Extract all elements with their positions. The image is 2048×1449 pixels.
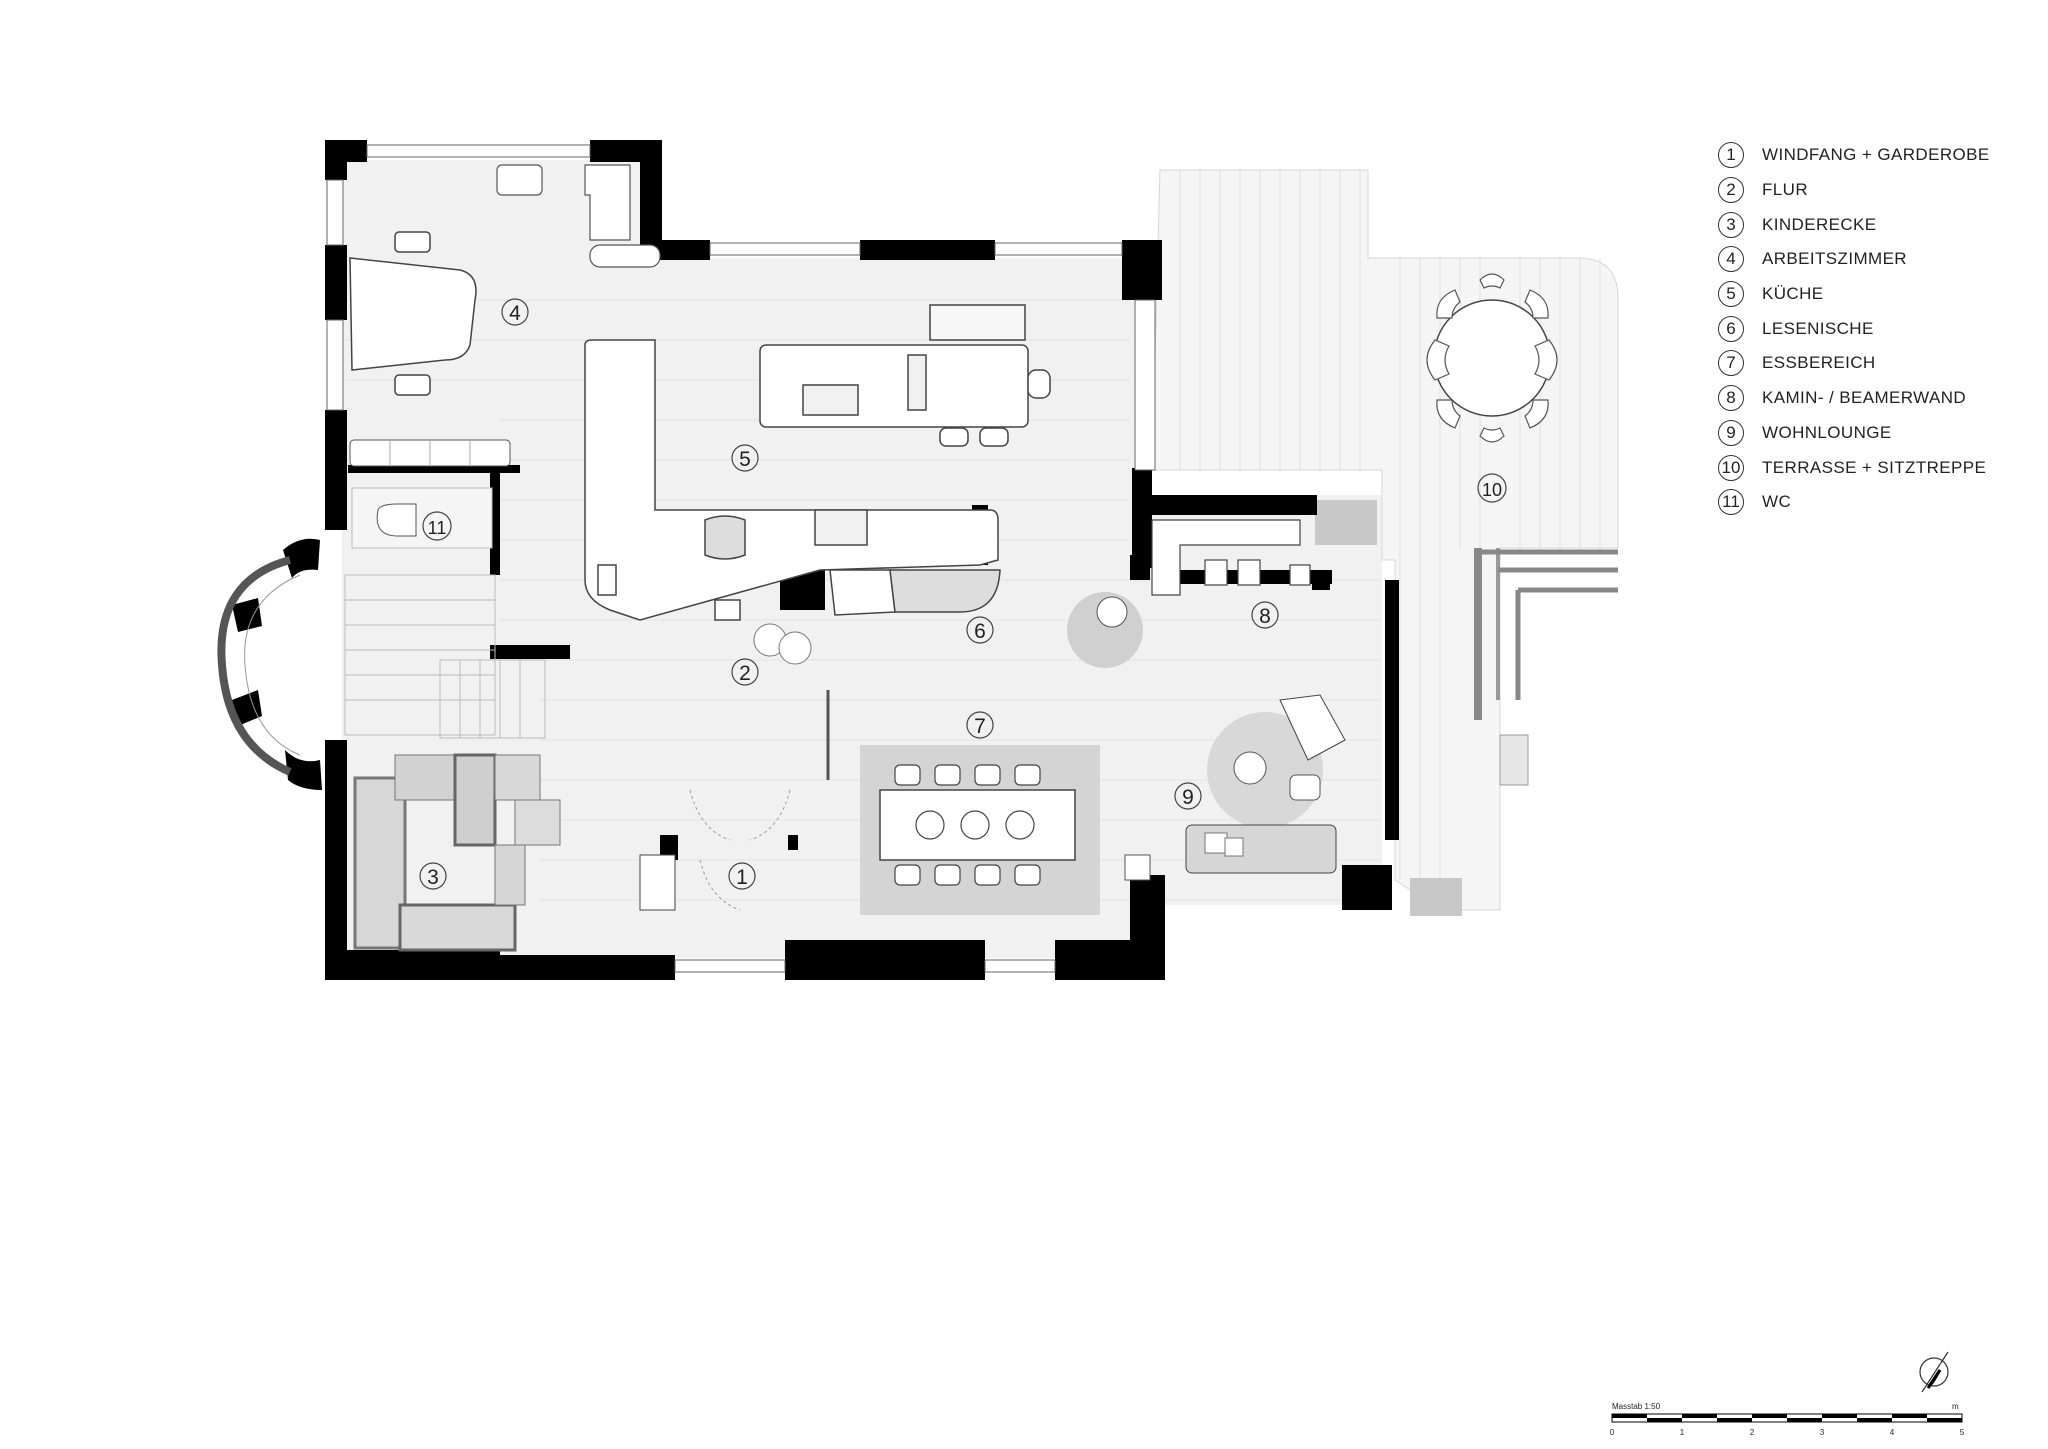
windows [326,144,1156,973]
legend-label: ESSBEREICH [1762,353,1876,373]
svg-text:3: 3 [427,866,439,889]
kitchen-counter [584,339,1001,621]
legend-label: WOHNLOUNGE [1762,422,1892,442]
office-desk [349,231,477,396]
legend-label: TERRASSE + SITZTREPPE [1762,457,1987,477]
legend-item: 1 WINDFANG + GARDEROBE [1718,138,1990,173]
svg-text:2: 2 [739,662,751,685]
svg-text:6: 6 [974,620,986,643]
svg-text:5: 5 [1960,1428,1965,1437]
room-marker-4: 4 [501,298,529,326]
room-marker-11: 11 [422,511,452,541]
legend-label: WINDFANG + GARDEROBE [1762,145,1990,165]
fireplace-bench [1151,519,1311,596]
svg-text:4: 4 [509,302,521,325]
svg-text:m: m [1952,1402,1959,1411]
kitchen-island [759,304,1051,447]
svg-text:7: 7 [974,715,986,738]
legend-number: 1 [1718,142,1744,169]
scale-bar: Masstab 1:50 m 0 1 2 3 4 5 [1610,1402,1965,1437]
legend-label: KÜCHE [1762,284,1824,304]
svg-text:3: 3 [1820,1428,1825,1437]
svg-text:8: 8 [1259,605,1271,628]
legend-number: 8 [1718,385,1744,412]
svg-text:2: 2 [1750,1428,1755,1437]
room-marker-10: 10 [1477,473,1507,503]
legend-number: 4 [1718,246,1744,273]
legend-number: 11 [1718,489,1744,516]
legend-number: 6 [1718,315,1744,342]
legend-item: 6 LESENISCHE [1718,311,1990,346]
legend-label: WC [1762,492,1792,512]
legend-number: 9 [1718,419,1744,446]
legend-number: 5 [1718,281,1744,308]
room-marker-7: 7 [966,711,994,739]
svg-text:4: 4 [1890,1428,1895,1437]
legend-item: 3 KINDERECKE [1718,207,1990,242]
room-labels: 1 2 3 4 5 6 7 8 [419,298,1507,890]
legend-label: ARBEITSZIMMER [1762,249,1907,269]
room-marker-2: 2 [731,658,759,686]
legend-item: 8 KAMIN- / BEAMERWAND [1718,381,1990,416]
legend-item: 7 ESSBEREICH [1718,346,1990,381]
north-arrow-icon [1919,1351,1949,1393]
legend-item: 5 KÜCHE [1718,277,1990,312]
wc-room [351,487,493,549]
kids-corner-furniture [353,753,561,952]
svg-text:10: 10 [1482,480,1502,500]
legend-item: 11 WC [1718,485,1990,520]
terrace [1151,169,1619,916]
room-marker-6: 6 [966,616,994,644]
room-marker-9: 9 [1174,782,1202,810]
legend-label: KAMIN- / BEAMERWAND [1762,388,1967,408]
legend-number: 10 [1718,454,1744,481]
legend-number: 7 [1718,350,1744,377]
legend-label: LESENISCHE [1762,318,1874,338]
room-marker-3: 3 [419,862,447,890]
dining-set [860,745,1100,915]
svg-text:11: 11 [428,518,447,538]
svg-text:Masstab 1:50: Masstab 1:50 [1612,1402,1661,1411]
legend-item: 4 ARBEITSZIMMER [1718,242,1990,277]
svg-text:0: 0 [1610,1428,1615,1437]
svg-text:9: 9 [1182,786,1194,809]
entry-doors [689,789,791,911]
legend-number: 3 [1718,211,1744,238]
legend-item: 9 WOHNLOUNGE [1718,416,1990,451]
svg-text:1: 1 [1680,1428,1685,1437]
room-legend: 1 WINDFANG + GARDEROBE 2 FLUR 3 KINDEREC… [1718,138,1990,520]
legend-label: KINDERECKE [1762,214,1877,234]
room-marker-5: 5 [731,444,759,472]
room-marker-8: 8 [1251,601,1279,629]
legend-number: 2 [1718,177,1744,204]
svg-text:1: 1 [736,866,748,889]
legend-label: FLUR [1762,180,1808,200]
legend-item: 10 TERRASSE + SITZTREPPE [1718,450,1990,485]
svg-text:5: 5 [739,448,751,471]
staircase [344,574,546,739]
legend-item: 2 FLUR [1718,173,1990,208]
lounge-furniture [1124,694,1346,881]
room-marker-1: 1 [728,862,756,890]
